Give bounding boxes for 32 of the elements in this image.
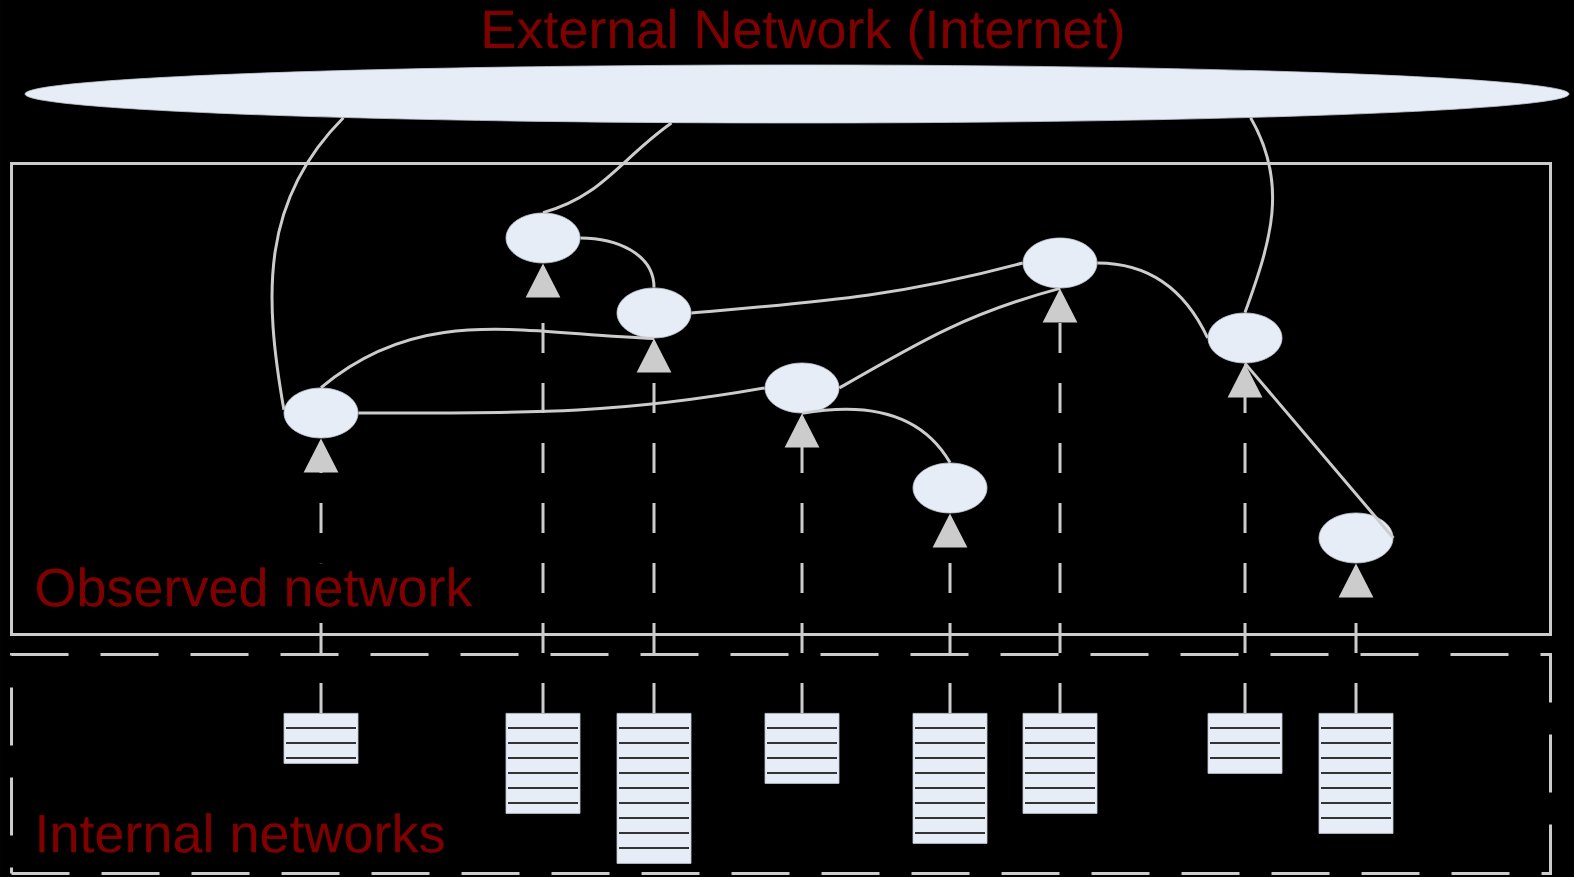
host-stack [1022, 713, 1098, 814]
network-boundary [10, 162, 1552, 636]
network-title: External Network (Internet) [484, 8, 1123, 60]
region-label: Internal networks [30, 809, 450, 857]
link-line [580, 236, 656, 288]
link-line [838, 286, 1061, 390]
link-line [691, 261, 1023, 315]
router-ellipse [283, 387, 359, 439]
host-stack [616, 713, 692, 864]
router-ellipse [1022, 237, 1098, 289]
router-ellipse [1318, 512, 1394, 564]
host-stack [1318, 713, 1394, 834]
router-ellipse [1207, 312, 1283, 364]
router-ellipse [616, 287, 692, 339]
router-ellipse [764, 362, 840, 414]
host-stack [283, 713, 359, 764]
host-stack [505, 713, 581, 814]
host-stack [764, 713, 840, 784]
router-ellipse [912, 462, 988, 514]
link-line [542, 121, 673, 214]
link-line [801, 407, 952, 464]
link-line [1243, 117, 1275, 314]
link-line [358, 386, 765, 415]
link-line [1097, 261, 1209, 339]
link-line [320, 327, 655, 389]
network-ellipse [24, 64, 1570, 124]
host-stack [912, 713, 988, 844]
router-ellipse [505, 212, 581, 264]
host-stack [1207, 713, 1283, 774]
region-label: Observed network [30, 563, 477, 611]
link-line [270, 116, 345, 410]
link-line [1243, 362, 1395, 539]
